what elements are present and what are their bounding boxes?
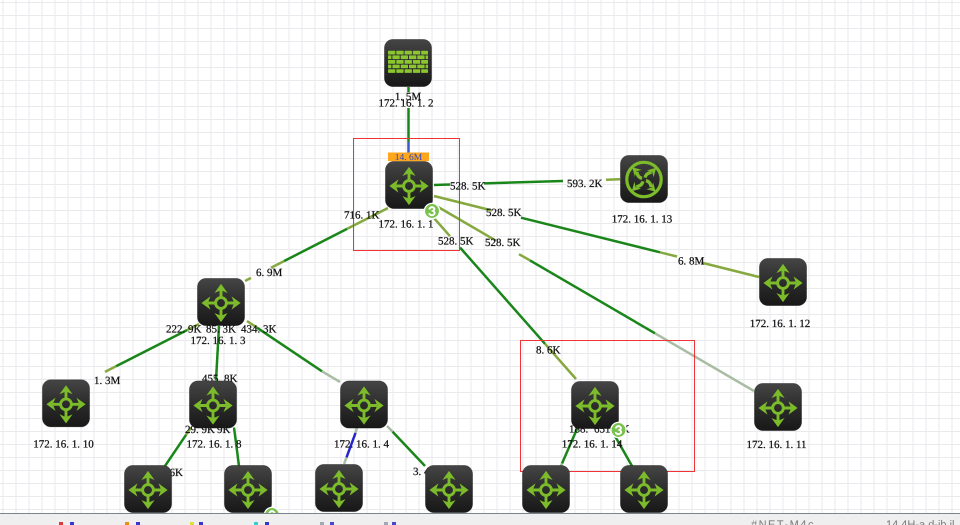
svg-text:593. 2K: 593. 2K xyxy=(567,178,603,190)
svg-text:528. 5K: 528. 5K xyxy=(438,236,474,248)
svg-text:172. 16. 1. 2: 172. 16. 1. 2 xyxy=(379,98,434,110)
svg-text:172. 16. 1. 11: 172. 16. 1. 11 xyxy=(746,439,806,451)
svg-text:6. 8M: 6. 8M xyxy=(678,256,705,268)
svg-text:6. 9M: 6. 9M xyxy=(256,267,283,279)
svg-text:528. 5K: 528. 5K xyxy=(485,237,521,249)
svg-text:222. 9K: 222. 9K xyxy=(166,324,202,336)
svg-text:1. 5M: 1. 5M xyxy=(395,91,422,103)
svg-text:172. 16. 1. 4: 172. 16. 1. 4 xyxy=(334,439,390,451)
svg-text:172. 16. 1. 13: 172. 16. 1. 13 xyxy=(612,214,673,226)
svg-text:85. 3K: 85. 3K xyxy=(206,324,236,336)
svg-text:1. 3M: 1. 3M xyxy=(94,375,121,387)
svg-text:716. 1K: 716. 1K xyxy=(344,210,380,222)
svg-text:528. 5K: 528. 5K xyxy=(486,207,522,219)
svg-text:434. 3K: 434. 3K xyxy=(241,324,277,336)
svg-text:8. 6K: 8. 6K xyxy=(536,345,561,357)
svg-text:172. 16. 1. 10: 172. 16. 1. 10 xyxy=(33,439,94,451)
svg-text:172. 16. 1. 14: 172. 16. 1. 14 xyxy=(562,439,623,451)
svg-text:528. 5K: 528. 5K xyxy=(450,181,486,193)
svg-text:172. 16. 1. 8: 172. 16. 1. 8 xyxy=(187,439,243,451)
svg-text:14. 6M: 14. 6M xyxy=(395,153,423,163)
svg-text:172. 16. 1. 1: 172. 16. 1. 1 xyxy=(379,219,434,231)
svg-text:172. 16. 1. 3: 172. 16. 1. 3 xyxy=(191,335,247,347)
svg-text:172. 16. 1. 12: 172. 16. 1. 12 xyxy=(750,318,811,330)
